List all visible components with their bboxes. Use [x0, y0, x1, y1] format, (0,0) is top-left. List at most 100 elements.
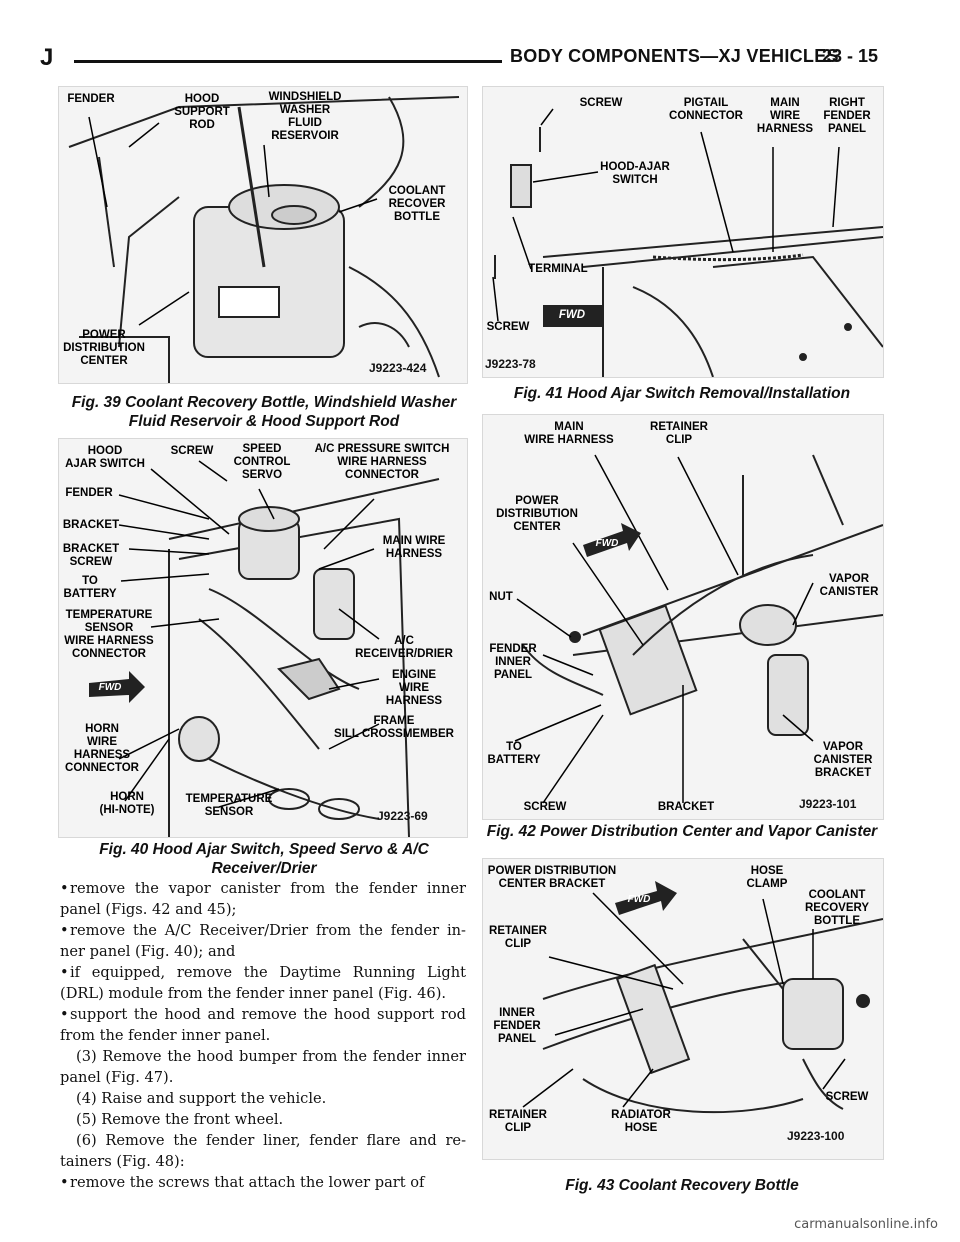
fig41-label-screw-bottom: SCREW	[486, 321, 530, 333]
fig42-caption-text: Fig. 42 Power Distribution Center and Va…	[486, 823, 878, 840]
fig40-illustration: HOOD AJAR SWITCH SCREW SPEED CONTROL SER…	[58, 438, 468, 838]
fig42-label-main-harness: MAIN WIRE HARNESS	[524, 421, 614, 446]
fig40-label-temp-sensor-connector: TEMPERATURE SENSOR WIRE HARNESS CONNECTO…	[64, 609, 154, 660]
fig41-label-right-fender: RIGHT FENDER PANEL	[823, 97, 871, 135]
bullet-glyph: •	[60, 1006, 69, 1023]
fig42-label-fender-inner: FENDER INNER PANEL	[489, 643, 537, 681]
bullet-glyph: •	[60, 964, 69, 981]
bullet-item: •remove the screws that attach the lower…	[60, 1172, 466, 1193]
bullet-glyph: •	[60, 922, 69, 939]
fig43-label-radiator-hose: RADIATOR HOSE	[611, 1109, 671, 1134]
fig40-label-fender: FENDER	[65, 487, 113, 499]
fig42-illustration: MAIN WIRE HARNESS RETAINER CLIP POWER DI…	[482, 414, 884, 820]
fig39-label-hood-support-rod: HOOD SUPPORT ROD	[174, 93, 230, 131]
fig41-code: J9223-78	[485, 357, 536, 371]
fig39-label-washer-reservoir: WINDSHIELD WASHER FLUID RESERVOIR	[268, 91, 342, 142]
fig40-label-servo: SPEED CONTROL SERVO	[233, 443, 291, 481]
body-text: •remove the vapor canister from the fend…	[60, 878, 466, 1193]
step-item: (5) Remove the front wheel.	[76, 1111, 284, 1128]
fig41-illustration: SCREW PIGTAIL CONNECTOR MAIN WIRE HARNES…	[482, 86, 884, 378]
fig42-label-nut: NUT	[489, 591, 513, 603]
fig43-label-inner-fender: INNER FENDER PANEL	[493, 1007, 541, 1045]
fig40-code: J9223-69	[377, 809, 428, 823]
fig42-label-retainer-clip: RETAINER CLIP	[650, 421, 708, 446]
fig42-fwd-arrow: FWD	[595, 538, 619, 549]
fig40-label-horn-connector: HORN WIRE HARNESS CONNECTOR	[65, 723, 139, 774]
bullet-glyph: •	[60, 1174, 69, 1191]
fig40-caption-text: Fig. 40 Hood Ajar Switch, Speed Servo & …	[99, 841, 429, 877]
bullet-item: •remove the vapor canister from the fend…	[60, 878, 466, 920]
body-para: remove the A/C Receiver/Drier from the f…	[60, 922, 466, 960]
fig39-label-coolant-bottle: COOLANT RECOVER BOTTLE	[388, 185, 446, 223]
fig42-label-screw: SCREW	[523, 801, 567, 813]
bullet-item: •support the hood and remove the hood su…	[60, 1004, 466, 1046]
watermark[interactable]: carmanualsonline.info	[794, 1217, 938, 1232]
fig43-caption: Fig. 43 Coolant Recovery Bottle	[482, 1176, 882, 1195]
fig40-label-bracket: BRACKET	[62, 519, 120, 531]
fig43-fwd-arrow: FWD	[627, 894, 651, 905]
body-para: support the hood and remove the hood sup…	[60, 1006, 466, 1044]
fig43-label-coolant-bottle: COOLANT RECOVERY BOTTLE	[804, 889, 870, 927]
fig40-label-ac-receiver: A/C RECEIVER/DRIER	[355, 635, 453, 660]
fig42-drawing	[514, 454, 883, 804]
page-header: J BODY COMPONENTS—XJ VEHICLES 23 - 15	[40, 40, 878, 74]
fig43-code: J9223-100	[787, 1129, 845, 1143]
fig42-label-to-battery: TO BATTERY	[487, 741, 541, 766]
fig40-label-frame-sill: FRAME SILL CROSSMEMBER	[334, 715, 454, 740]
fig40-label-engine-harness: ENGINE WIRE HARNESS	[385, 669, 443, 707]
fig40-label-hood-ajar: HOOD AJAR SWITCH	[65, 445, 145, 470]
header-letter: J	[40, 44, 54, 71]
fig39-caption-text: Fig. 39 Coolant Recovery Bottle, Windshi…	[71, 394, 457, 430]
fig41-label-main-harness: MAIN WIRE HARNESS	[756, 97, 814, 135]
fig43-caption-text: Fig. 43 Coolant Recovery Bottle	[565, 1177, 799, 1194]
fig40-fwd-arrow: FWD	[98, 682, 122, 693]
fig43-label-hose-clamp: HOSE CLAMP	[746, 865, 788, 890]
fig39-caption: Fig. 39 Coolant Recovery Bottle, Windshi…	[58, 393, 470, 431]
fig41-label-terminal: TERMINAL	[528, 263, 588, 275]
fig40-label-to-battery: TO BATTERY	[63, 575, 117, 600]
fig41-label-screw-top: SCREW	[579, 97, 623, 109]
fig43-label-retainer-clip-bottom: RETAINER CLIP	[489, 1109, 547, 1134]
body-para: remove the vapor canister from the fende…	[60, 880, 466, 918]
fig43-label-retainer-clip-top: RETAINER CLIP	[489, 925, 547, 950]
body-para: if equipped, remove the Daytime Running …	[60, 964, 466, 1002]
page-number: 23 - 15	[821, 46, 878, 66]
fig39-illustration: FENDER HOOD SUPPORT ROD WINDSHIELD WASHE…	[58, 86, 468, 384]
fig40-label-main-harness: MAIN WIRE HARNESS	[382, 535, 446, 560]
bullet-item: •if equipped, remove the Daytime Running…	[60, 962, 466, 1004]
fig43-label-pdc-bracket: POWER DISTRIBUTION CENTER BRACKET	[487, 865, 617, 890]
fig39-label-pdc: POWER DISTRIBUTION CENTER	[63, 329, 145, 367]
fig42-caption: Fig. 42 Power Distribution Center and Va…	[482, 822, 882, 841]
fig43-label-screw: SCREW	[825, 1091, 869, 1103]
body-para: remove the screws that attach the lower …	[70, 1174, 425, 1191]
fig40-label-bracket-screw: BRACKET SCREW	[62, 543, 120, 568]
fig41-drawing	[492, 108, 883, 377]
fig42-label-vapor-canister: VAPOR CANISTER	[819, 573, 879, 598]
fig42-label-canister-bracket: VAPOR CANISTER BRACKET	[813, 741, 873, 779]
fig40-label-screw: SCREW	[170, 445, 214, 457]
fig41-caption: Fig. 41 Hood Ajar Switch Removal/Install…	[482, 384, 882, 403]
fig39-label-fender: FENDER	[67, 93, 115, 105]
fig42-label-pdc: POWER DISTRIBUTION CENTER	[496, 495, 578, 533]
fig41-label-hood-ajar: HOOD-AJAR SWITCH	[600, 161, 670, 186]
bullet-glyph: •	[60, 880, 69, 897]
fig41-caption-text: Fig. 41 Hood Ajar Switch Removal/Install…	[513, 385, 851, 402]
fig41-label-pigtail: PIGTAIL CONNECTOR	[669, 97, 743, 122]
header-rule	[74, 60, 502, 63]
step-item: (6) Remove the fender liner, fender flar…	[60, 1132, 466, 1170]
fig42-label-bracket: BRACKET	[657, 801, 715, 813]
step-item: (3) Remove the hood bumper from the fend…	[60, 1048, 466, 1086]
fig43-drawing	[522, 881, 883, 1114]
step-item: (4) Raise and support the vehicle.	[76, 1090, 327, 1107]
fig40-drawing	[89, 460, 440, 837]
fig40-label-ac-switch: A/C PRESSURE SWITCH WIRE HARNESS CONNECT…	[314, 443, 450, 481]
fig40-label-horn: HORN (HI-NOTE)	[99, 791, 155, 816]
fig42-code: J9223-101	[799, 797, 857, 811]
bullet-item: •remove the A/C Receiver/Drier from the …	[60, 920, 466, 962]
fig40-caption: Fig. 40 Hood Ajar Switch, Speed Servo & …	[58, 840, 470, 878]
header-title: BODY COMPONENTS—XJ VEHICLES	[510, 46, 839, 66]
fig43-illustration: POWER DISTRIBUTION CENTER BRACKET HOSE C…	[482, 858, 884, 1160]
fig41-fwd-arrow: FWD	[558, 309, 586, 321]
fig39-code: J9223-424	[369, 361, 427, 375]
fig39-drawing	[68, 96, 460, 383]
